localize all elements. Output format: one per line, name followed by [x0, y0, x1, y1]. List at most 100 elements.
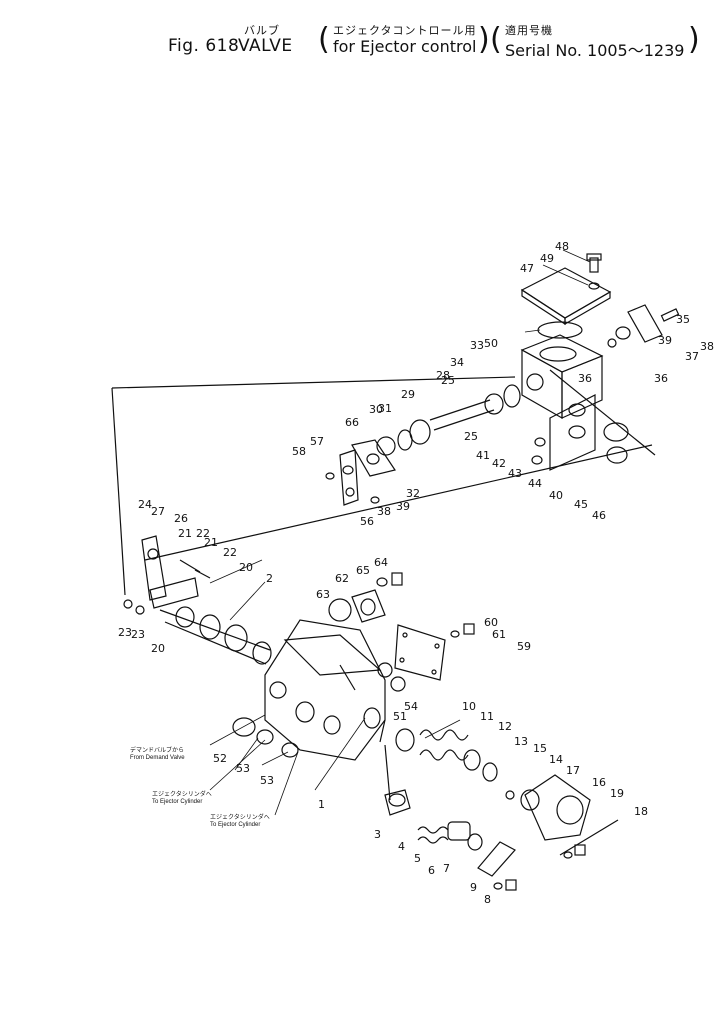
figure-number: Fig. 618 [168, 36, 240, 56]
part-number-11: 11 [480, 710, 494, 723]
paren-close-1: ) [478, 22, 490, 57]
annotation-jp: エジェクタシリンダへ [152, 792, 212, 798]
part-number-30: 30 [369, 403, 383, 416]
part-number-12: 12 [498, 720, 512, 733]
part-number-28: 28 [436, 369, 450, 382]
nut-56 [370, 496, 380, 504]
part-number-14: 14 [549, 753, 563, 766]
spool-upper [376, 384, 546, 465]
part-number-36: 36 [654, 372, 668, 385]
o-ring-45 [603, 422, 629, 442]
o-ring-46 [606, 446, 628, 464]
part-number-15: 15 [533, 742, 547, 755]
part-number-16: 16 [592, 776, 606, 789]
annotation-en: To Ejector Cylinder [210, 822, 261, 828]
bolt-64 [376, 572, 403, 587]
part-number-54: 54 [404, 700, 418, 713]
figure-title-jp: バルブ [244, 24, 280, 37]
plate-7 [477, 841, 516, 877]
spring-4 [417, 826, 449, 844]
o-ring-63 [328, 598, 352, 622]
lever-assembly-left [123, 535, 211, 615]
part-number-9: 9 [470, 881, 477, 894]
part-number-49: 49 [540, 252, 554, 265]
usage-en: for Ejector control [333, 37, 477, 56]
leader-lines [209, 249, 591, 791]
o-ring-52 [232, 717, 256, 737]
o-ring-6 [467, 833, 483, 851]
part-number-24: 24 [138, 498, 152, 511]
part-number-58: 58 [292, 445, 306, 458]
part-number-65: 65 [356, 564, 370, 577]
annotation-from-demand-valve: デマンドバルブから From Demand Valve [130, 748, 185, 762]
serial-jp: 適用号機 [505, 24, 553, 37]
part-number-66: 66 [345, 416, 359, 429]
part-number-31: 31 [378, 402, 392, 415]
part-number-63: 63 [316, 588, 330, 601]
part-number-21: 21 [204, 536, 218, 549]
part-number-64: 64 [374, 556, 388, 569]
spring-assembly [395, 728, 540, 811]
part-number-42: 42 [492, 457, 506, 470]
part-number-53: 53 [236, 762, 250, 775]
part-number-36: 36 [578, 372, 592, 385]
plug-3 [384, 789, 411, 816]
part-number-52: 52 [213, 752, 227, 765]
part-number-1: 1 [318, 798, 325, 811]
part-number-61: 61 [492, 628, 506, 641]
frame-line-mid [144, 444, 653, 561]
part-number-2: 2 [266, 572, 273, 585]
part-number-27: 27 [151, 505, 165, 518]
part-number-57: 57 [310, 435, 324, 448]
part-number-39: 39 [396, 500, 410, 513]
part-number-43: 43 [508, 467, 522, 480]
serial-en: Serial No. 1005～1239 [505, 41, 685, 60]
part-number-50: 50 [484, 337, 498, 350]
part-number-51: 51 [393, 710, 407, 723]
part-number-35: 35 [676, 313, 690, 326]
annotation-arrows [209, 714, 299, 816]
part-number-29: 29 [401, 388, 415, 401]
part-number-48: 48 [555, 240, 569, 253]
part-number-34: 34 [450, 356, 464, 369]
part-number-47: 47 [520, 262, 534, 275]
bolt-60 [450, 623, 475, 638]
part-number-41: 41 [476, 449, 490, 462]
sleeve-5 [447, 821, 471, 841]
part-number-32: 32 [406, 487, 420, 500]
part-number-38: 38 [700, 340, 714, 353]
o-ring-54a [377, 662, 393, 678]
frame-line-bottom-left [384, 744, 391, 801]
part-number-7: 7 [443, 862, 450, 875]
part-number-8: 8 [484, 893, 491, 906]
cover-16 [524, 774, 591, 841]
bolt-48 [586, 253, 602, 290]
part-number-20: 20 [239, 561, 253, 574]
part-number-22: 22 [196, 527, 210, 540]
part-number-59: 59 [517, 640, 531, 653]
spool-2 [159, 606, 272, 665]
usage-jp: エジェクタコントロール用 [333, 24, 477, 37]
part-number-25: 25 [441, 374, 455, 387]
part-number-21: 21 [178, 527, 192, 540]
part-number-23: 23 [118, 626, 132, 639]
lever-66 [339, 449, 359, 506]
frame-line-left [111, 387, 126, 596]
part-number-23: 23 [131, 628, 145, 641]
flange-62 [351, 589, 386, 623]
part-number-45: 45 [574, 498, 588, 511]
upper-housing-40 [520, 334, 604, 471]
part-number-39: 39 [658, 334, 672, 347]
part-number-5: 5 [414, 852, 421, 865]
part-number-37: 37 [685, 350, 699, 363]
figure-title: VALVE [238, 36, 293, 56]
cover-plate-47 [520, 267, 612, 326]
part-number-56: 56 [360, 515, 374, 528]
annotation-jp: エジェクタシリンダへ [210, 815, 270, 821]
paren-open-2: ( [490, 22, 502, 57]
part-number-25: 25 [464, 430, 478, 443]
part-number-4: 4 [398, 840, 405, 853]
paren-open-1: ( [318, 22, 330, 57]
